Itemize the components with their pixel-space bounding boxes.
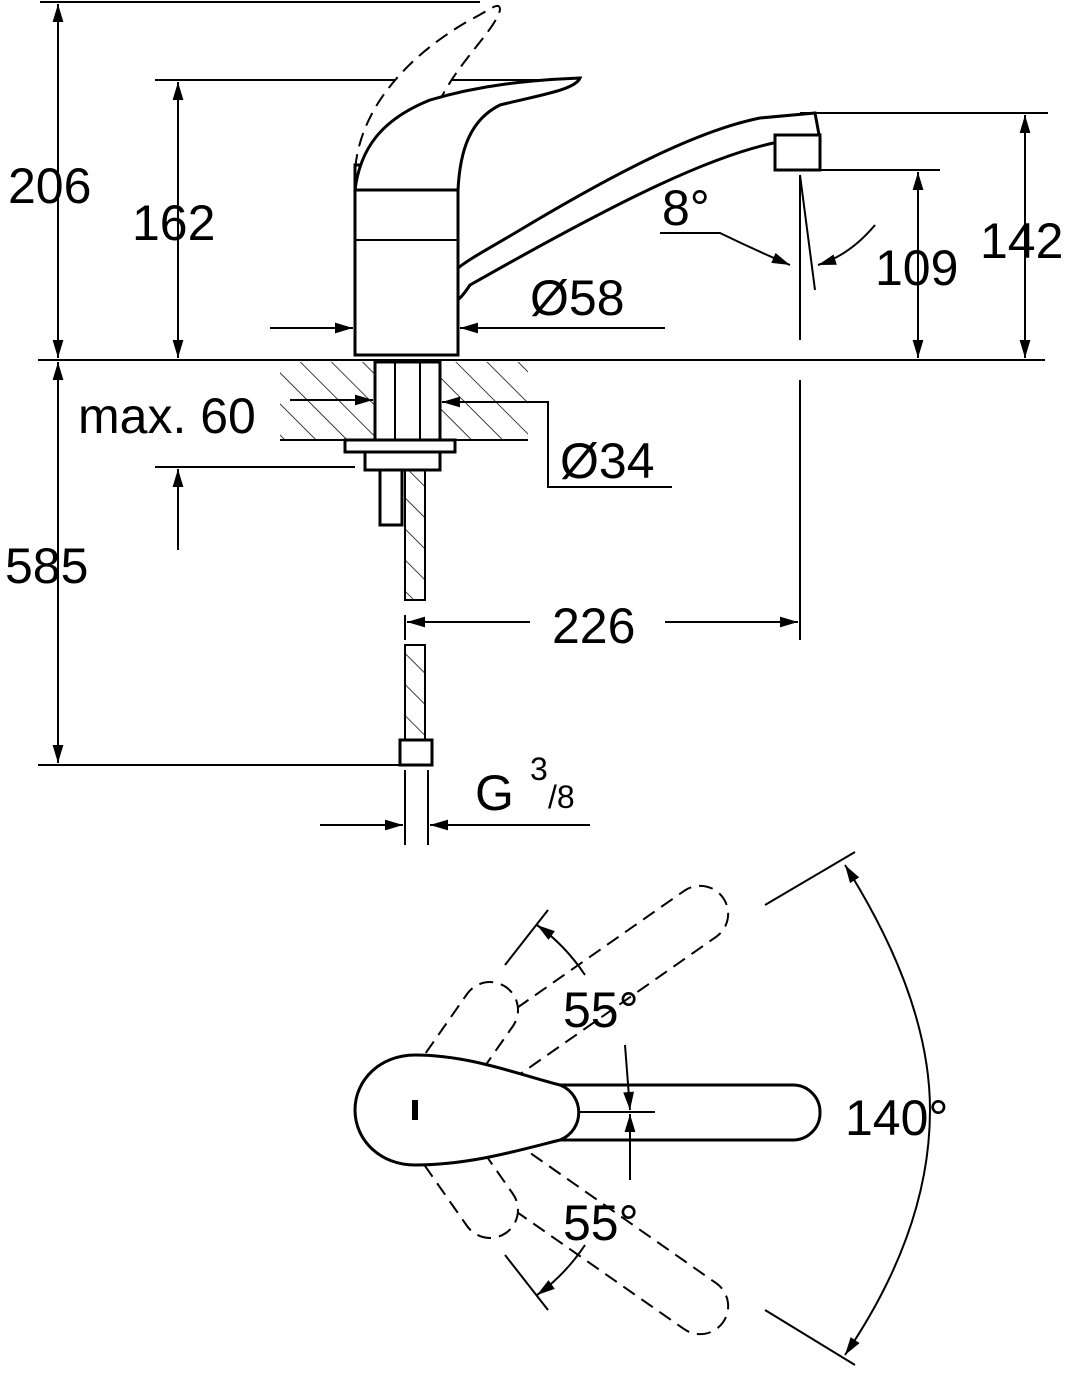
label-body-height: 162 bbox=[132, 195, 215, 251]
label-swivel-total: 140° bbox=[845, 1090, 948, 1146]
label-connection-den: /8 bbox=[548, 779, 575, 815]
label-swivel-top: 55° bbox=[563, 982, 639, 1038]
faucet-side-view bbox=[343, 4, 822, 767]
label-total-height: 206 bbox=[8, 158, 91, 214]
label-hole-diameter: Ø34 bbox=[560, 433, 655, 489]
label-max-thickness: max. 60 bbox=[78, 388, 256, 444]
label-spout-height: 142 bbox=[980, 213, 1063, 269]
label-hose-length: 585 bbox=[5, 538, 88, 594]
dimension-lines bbox=[38, 1, 1048, 845]
label-swivel-bottom: 55° bbox=[563, 1195, 639, 1251]
counter-section bbox=[280, 362, 528, 441]
dimension-labels: 206 162 Ø58 8° 109 142 max. 60 Ø34 585 2… bbox=[5, 158, 1063, 1251]
faucet-top-view bbox=[353, 851, 932, 1366]
label-connection-g: G bbox=[475, 765, 514, 821]
label-body-diameter: Ø58 bbox=[530, 270, 625, 326]
label-connection-num: 3 bbox=[530, 751, 548, 787]
label-spout-reach: 226 bbox=[552, 598, 635, 654]
label-spout-angle: 8° bbox=[662, 180, 710, 236]
label-outlet-height: 109 bbox=[875, 240, 958, 296]
